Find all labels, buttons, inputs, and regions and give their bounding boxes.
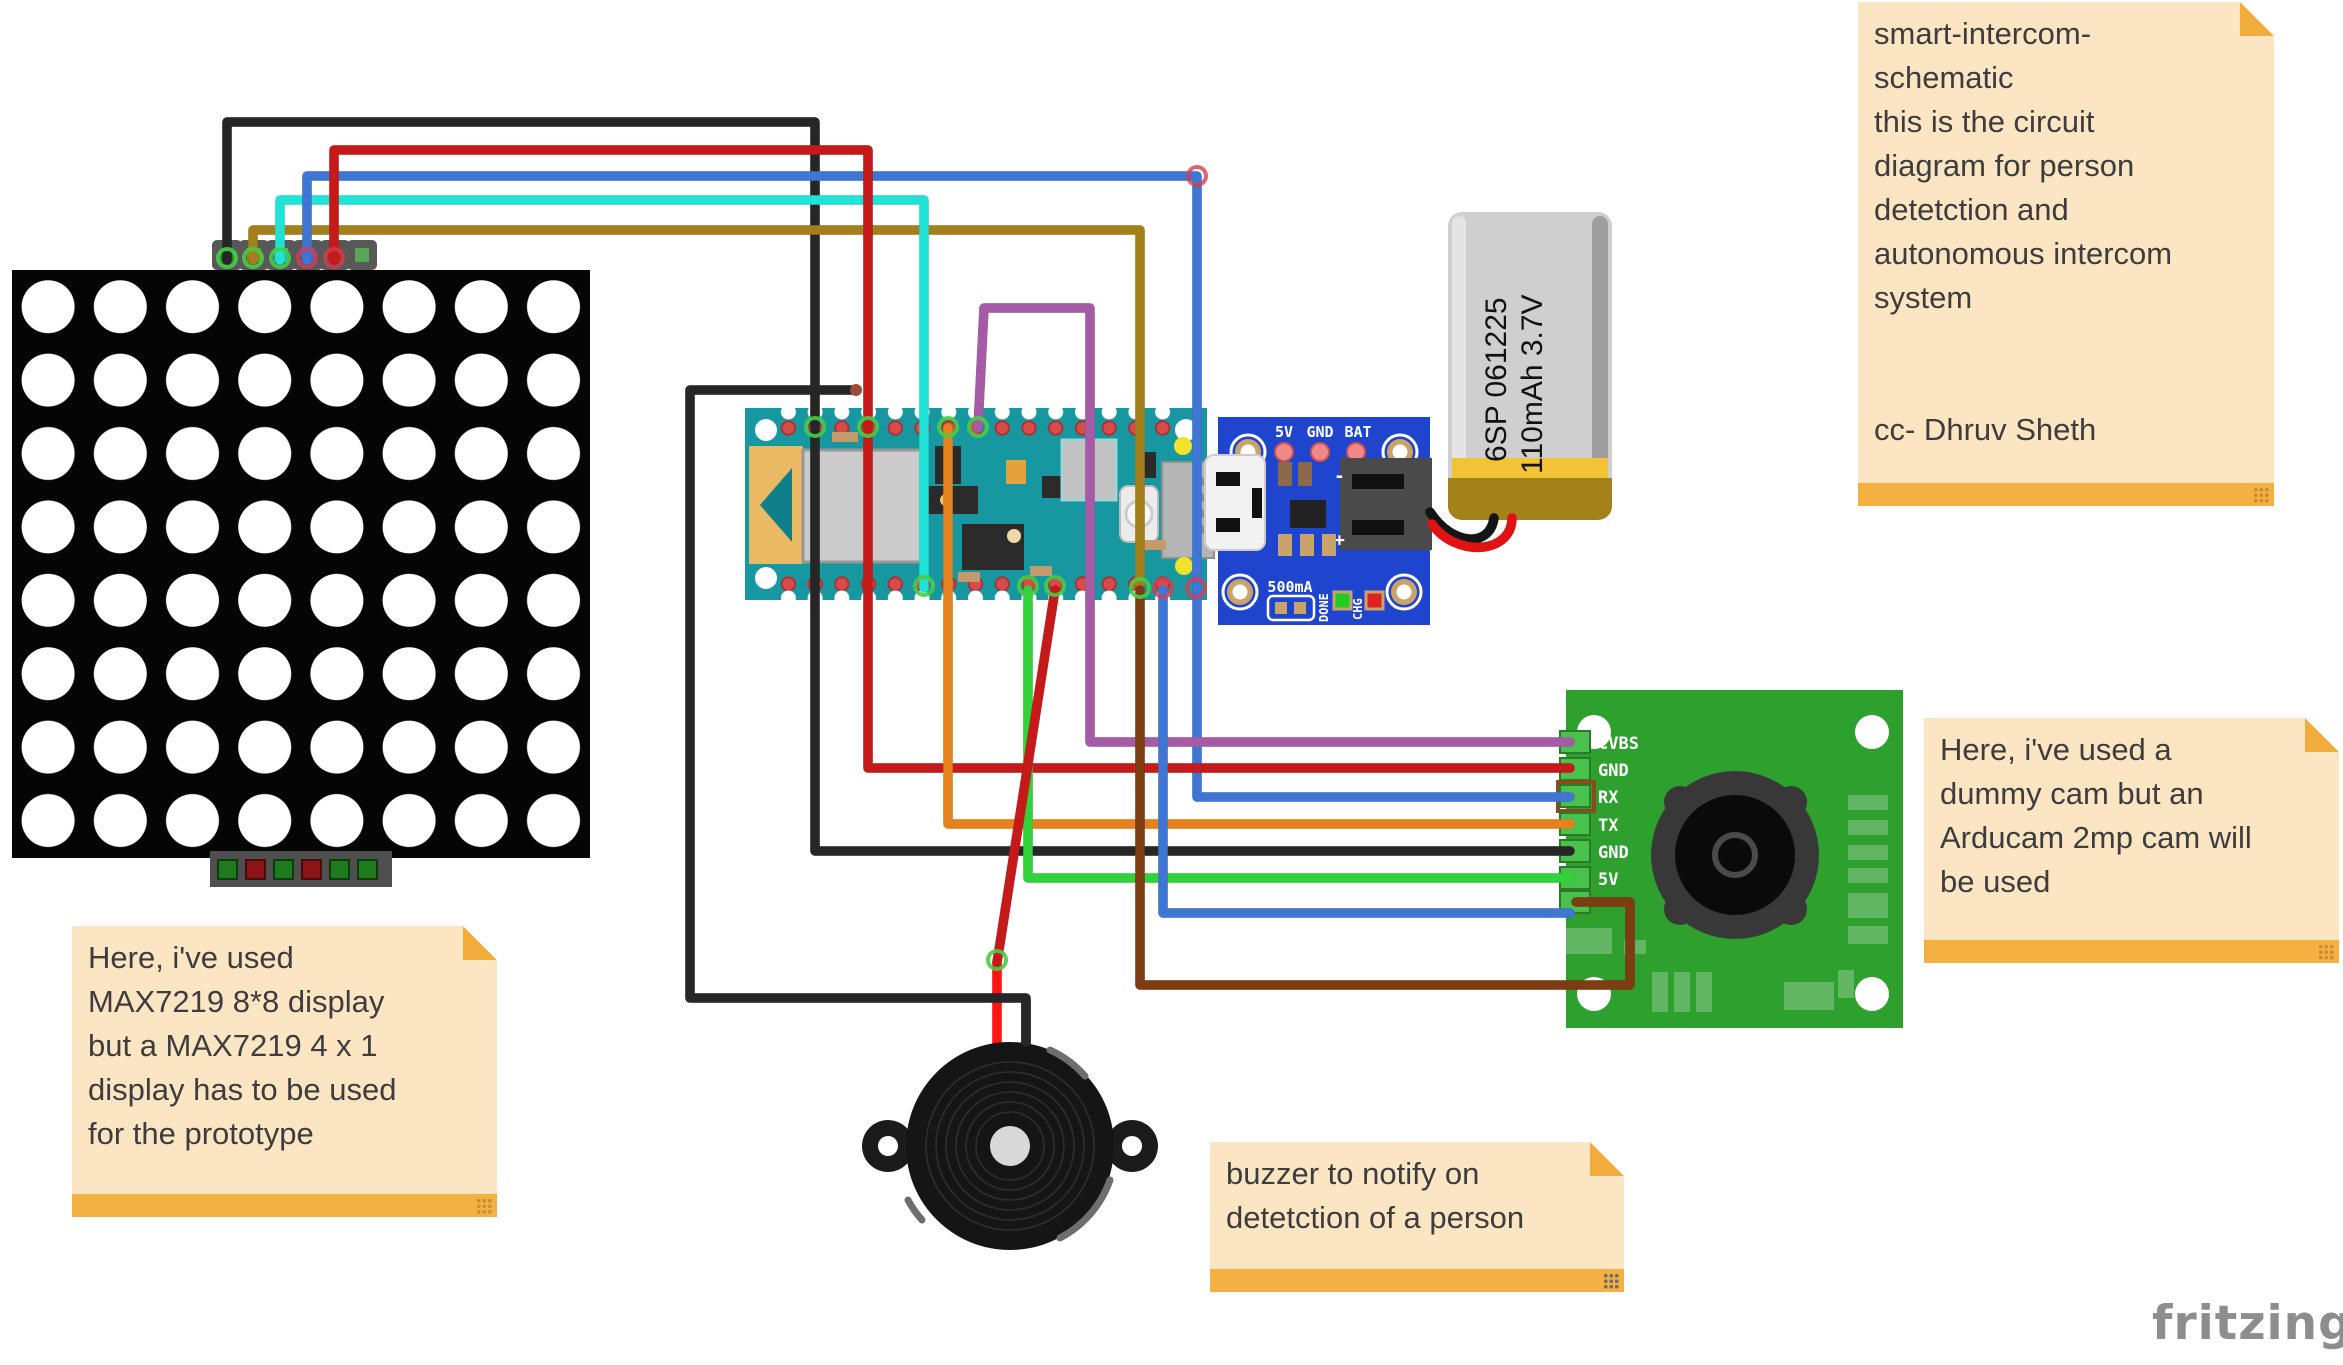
note-camera[interactable]: Here, i've used a dummy cam but an Arduc… [1924, 718, 2339, 963]
minus-mark: - [1334, 466, 1345, 487]
wire-buzzer-gnd[interactable] [685, 385, 1031, 1047]
note-matrix-text: Here, i've used MAX7219 8*8 display but … [88, 940, 397, 1151]
note-bottom-bar [1858, 483, 2274, 506]
wire-tx[interactable] [943, 423, 1575, 829]
note-bottom-bar [1210, 1269, 1624, 1292]
note-resize-handle[interactable] [2253, 487, 2269, 503]
note-schematic-text: smart-intercom- schematic this is the ci… [1874, 16, 2173, 447]
wire-matrix-olive[interactable] [248, 225, 1145, 595]
cam-pin-cvbs: CVBS [1598, 734, 1639, 754]
done-led-label: DONE [1317, 593, 1331, 622]
note-buzzer[interactable]: buzzer to notify on detetction of a pers… [1210, 1142, 1624, 1292]
done-led [1332, 590, 1353, 611]
wire-cvbs[interactable] [973, 303, 1575, 747]
wire-matrix-red-gnd[interactable] [329, 145, 1575, 773]
buzzer[interactable] [862, 957, 1158, 1250]
camera-lens [1651, 771, 1819, 939]
current-rating-label: 500mA [1267, 578, 1312, 596]
note-bottom-bar [1924, 940, 2339, 963]
fritzing-watermark: fritzing [2152, 1296, 2343, 1351]
wire-matrix-gnd[interactable] [222, 117, 1575, 856]
wire-battery-black[interactable] [1425, 507, 1499, 544]
status-led [1175, 557, 1193, 575]
lipo-5v-label: 5V [1275, 423, 1293, 441]
lipo-charger-board[interactable]: 5V GND BAT - + 500mA DONE CHG [1204, 417, 1432, 625]
wire-matrix-cyan[interactable] [275, 195, 929, 593]
lipo-battery[interactable]: 6SP 061225 110mAh 3.7V [1448, 212, 1612, 520]
wire-battery-red[interactable] [1427, 513, 1517, 552]
note-resize-handle[interactable] [476, 1198, 492, 1214]
note-resize-handle[interactable] [2318, 944, 2334, 960]
note-resize-handle[interactable] [1603, 1273, 1619, 1289]
wire-brown-loop[interactable] [1135, 585, 1635, 990]
battery-text: 6SP 061225 110mAh 3.7V [1480, 289, 1549, 474]
wire-matrix-blue-rx[interactable] [302, 171, 1575, 802]
matrix-bottom-connector [210, 851, 392, 887]
power-led [1174, 437, 1192, 455]
chg-led [1364, 590, 1385, 611]
cam-pin-gnd1: GND [1598, 761, 1629, 781]
camera-module[interactable]: CVBS GND RX TX GND 5V [1556, 690, 1903, 1028]
note-schematic[interactable]: smart-intercom- schematic this is the ci… [1858, 2, 2274, 506]
pad-gnd[interactable] [1310, 442, 1330, 462]
chg-led-label: CHG [1351, 598, 1365, 620]
note-matrix[interactable]: Here, i've used MAX7219 8*8 display but … [72, 926, 497, 1217]
plus-mark: + [1334, 530, 1345, 551]
pad-5v[interactable] [1274, 442, 1294, 462]
wires-layer [222, 117, 1635, 1047]
lipo-bat-label: BAT [1344, 423, 1371, 441]
lipo-gnd-label: GND [1306, 423, 1333, 441]
loose-wire-end[interactable] [850, 384, 862, 396]
cam-pin-5v: 5V [1598, 870, 1618, 890]
connection-rings [216, 165, 1208, 971]
wire-5v[interactable] [1023, 585, 1575, 883]
jst-connector [1340, 458, 1432, 550]
wire-blue-2[interactable] [1158, 585, 1575, 918]
mounting-holes [1221, 433, 1423, 611]
cam-pin-gnd2: GND [1598, 843, 1629, 863]
note-camera-text: Here, i've used a dummy cam but an Arduc… [1940, 732, 2252, 899]
arduino-nano-board[interactable] [745, 404, 1215, 612]
note-buzzer-text: buzzer to notify on detetction of a pers… [1226, 1156, 1525, 1235]
led-matrix-8x8[interactable] [12, 240, 590, 887]
note-bottom-bar [72, 1194, 497, 1217]
cam-pin-tx: TX [1598, 816, 1619, 836]
cam-pin-rx: RX [1598, 788, 1619, 808]
